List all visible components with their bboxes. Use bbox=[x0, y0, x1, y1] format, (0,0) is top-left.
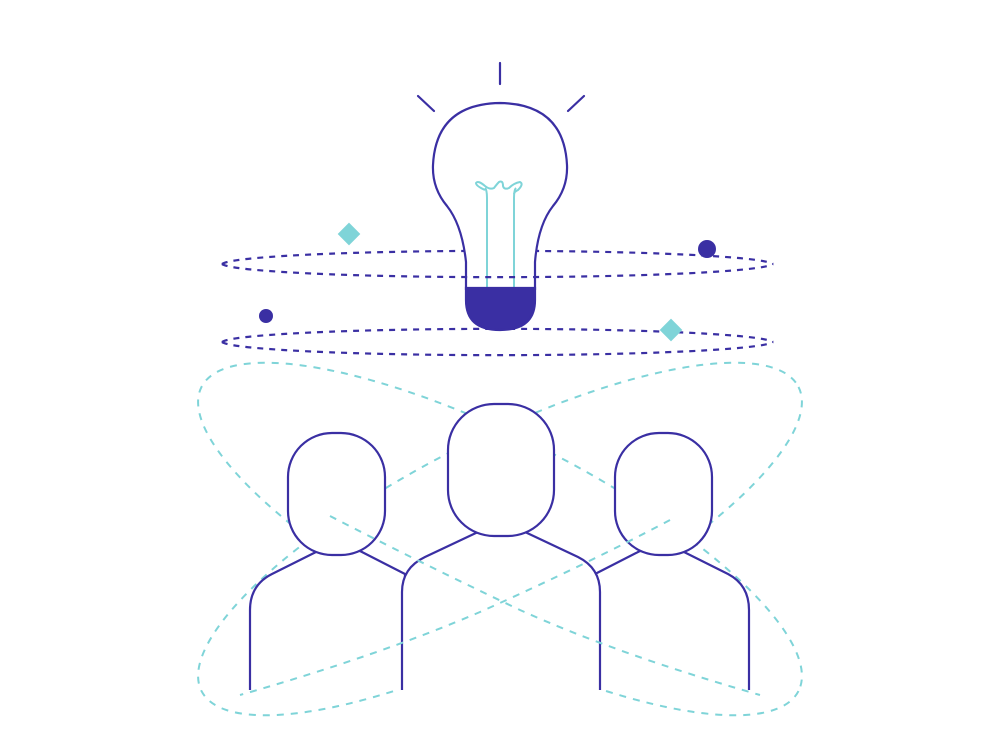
dot-shape bbox=[698, 240, 716, 258]
person-left-body bbox=[248, 549, 407, 690]
lightbulb-filament bbox=[474, 180, 523, 288]
upper-orbit-front bbox=[221, 263, 774, 279]
person-left-head bbox=[286, 431, 387, 557]
ray-right bbox=[566, 94, 586, 113]
diamond-shape bbox=[659, 318, 683, 342]
bulb-orbits-front bbox=[221, 263, 774, 357]
orbit-front-segment-b bbox=[239, 519, 671, 696]
crossing-orbits-front bbox=[239, 515, 761, 696]
person-icon bbox=[400, 402, 602, 690]
lightbulb-icon bbox=[416, 61, 586, 332]
lower-orbit-front bbox=[221, 341, 774, 357]
filament-coil bbox=[474, 180, 523, 195]
diamond-shape bbox=[337, 222, 361, 246]
person-right-head bbox=[613, 431, 714, 557]
lightbulb-glass bbox=[431, 101, 569, 290]
filament-left-wire bbox=[484, 187, 488, 288]
person-center-body bbox=[400, 530, 602, 690]
person-center-head bbox=[446, 402, 556, 538]
person-icon bbox=[593, 431, 751, 690]
orbit-front-segment-a bbox=[329, 515, 761, 696]
person-right-body bbox=[593, 549, 751, 690]
people-group bbox=[248, 402, 751, 690]
lightbulb-rays bbox=[416, 61, 586, 113]
person-icon bbox=[248, 431, 407, 690]
lightbulb-base bbox=[464, 286, 537, 332]
dot-shape bbox=[259, 309, 273, 323]
ray-left bbox=[416, 94, 436, 113]
